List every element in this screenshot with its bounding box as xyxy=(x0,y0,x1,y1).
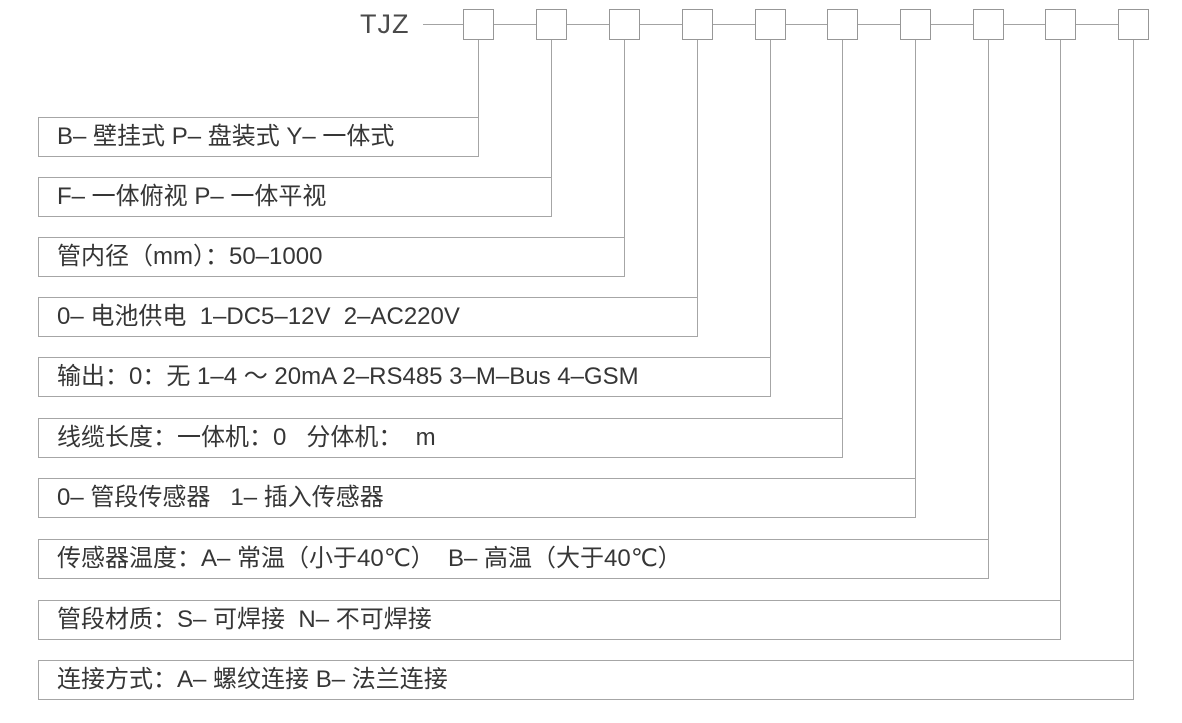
code-digit-box-5 xyxy=(755,9,786,40)
code-position-label-8: 传感器温度：A– 常温（小于40℃） B– 高温（大于40℃） xyxy=(57,545,682,572)
code-position-row-9: 管段材质：S– 可焊接 N– 不可焊接 xyxy=(38,600,1061,640)
code-position-label-4: 0– 电池供电 1–DC5–12V 2–AC220V xyxy=(57,303,460,330)
code-digit-box-3 xyxy=(609,9,640,40)
code-position-row-7: 0– 管段传感器 1– 插入传感器 xyxy=(38,478,916,518)
code-position-row-6: 线缆长度：一体机：0 分体机： m xyxy=(38,418,843,458)
code-position-row-5: 输出：0：无 1–4 ～ 20mA 2–RS485 3–M–Bus 4–GSM xyxy=(38,357,771,397)
connector-vertical-line-10 xyxy=(1133,40,1134,700)
code-digit-box-9 xyxy=(1045,9,1076,40)
code-position-label-6: 线缆长度：一体机：0 分体机： m xyxy=(57,424,436,451)
code-position-row-4: 0– 电池供电 1–DC5–12V 2–AC220V xyxy=(38,297,698,337)
code-position-row-10: 连接方式：A– 螺纹连接 B– 法兰连接 xyxy=(38,660,1134,700)
code-digit-box-7 xyxy=(900,9,931,40)
connector-vertical-line-3 xyxy=(624,40,625,277)
connector-vertical-line-1 xyxy=(478,40,479,157)
code-position-row-2: F– 一体俯视 P– 一体平视 xyxy=(38,177,552,217)
code-position-row-3: 管内径（mm）：50–1000 xyxy=(38,237,625,277)
code-position-label-5: 输出：0：无 1–4 ～ 20mA 2–RS485 3–M–Bus 4–GSM xyxy=(57,363,639,390)
connector-vertical-line-7 xyxy=(915,40,916,518)
code-position-label-3: 管内径（mm）：50–1000 xyxy=(57,243,323,270)
code-digit-box-4 xyxy=(682,9,713,40)
code-position-row-8: 传感器温度：A– 常温（小于40℃） B– 高温（大于40℃） xyxy=(38,539,989,579)
connector-vertical-line-8 xyxy=(988,40,989,579)
connector-vertical-line-2 xyxy=(551,40,552,217)
connector-vertical-line-9 xyxy=(1060,40,1061,640)
code-position-row-1: B– 壁挂式 P– 盘装式 Y– 一体式 xyxy=(38,117,479,157)
code-position-label-2: F– 一体俯视 P– 一体平视 xyxy=(57,183,327,210)
code-digit-box-1 xyxy=(463,9,494,40)
connector-vertical-line-4 xyxy=(697,40,698,337)
model-prefix: TJZ xyxy=(360,9,410,39)
code-digit-box-6 xyxy=(827,9,858,40)
connector-vertical-line-6 xyxy=(842,40,843,458)
code-digit-box-10 xyxy=(1118,9,1149,40)
code-position-label-1: B– 壁挂式 P– 盘装式 Y– 一体式 xyxy=(57,123,395,150)
code-position-label-7: 0– 管段传感器 1– 插入传感器 xyxy=(57,484,384,511)
code-position-label-10: 连接方式：A– 螺纹连接 B– 法兰连接 xyxy=(57,666,448,693)
code-digit-box-2 xyxy=(536,9,567,40)
connector-vertical-line-5 xyxy=(770,40,771,397)
code-digit-box-8 xyxy=(973,9,1004,40)
code-position-label-9: 管段材质：S– 可焊接 N– 不可焊接 xyxy=(57,606,432,633)
